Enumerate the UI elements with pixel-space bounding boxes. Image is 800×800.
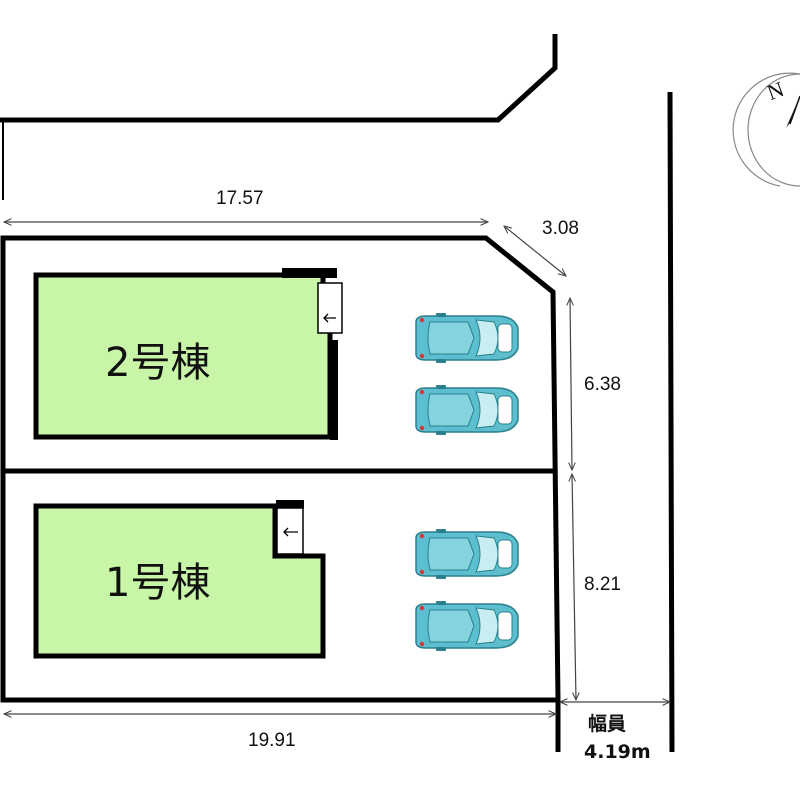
road-edge-right: [667, 91, 675, 753]
dim-top-width: 17.57: [216, 188, 264, 209]
car-icon: [415, 600, 519, 652]
dim-right-upper: 6.38: [584, 374, 621, 395]
compass: N: [732, 72, 800, 187]
car-icon: [415, 528, 519, 580]
entrance-arrow-icon: [323, 313, 336, 323]
road-width-label: 幅員: [588, 712, 626, 735]
dim-line-right-upper: [570, 298, 572, 470]
building-1: 1号棟: [33, 500, 326, 659]
dim-corner-cut: 3.08: [542, 218, 579, 239]
entrance-marker-1: [276, 507, 304, 555]
building-1-label: 1号棟: [105, 560, 210, 606]
entrance-marker-2: [317, 282, 343, 334]
dim-bottom-width: 19.91: [248, 730, 296, 751]
lot-outline: [0, 235, 561, 703]
building-2-label: 2号棟: [105, 340, 210, 386]
car-icon: [415, 312, 519, 364]
dim-line-corner: [504, 226, 566, 276]
north-boundary-line: [0, 34, 558, 123]
road-width-value: 4.19m: [584, 741, 651, 763]
car-icon: [415, 384, 519, 436]
dim-right-lower: 8.21: [584, 574, 621, 595]
compass-north-label: N: [764, 76, 788, 105]
building-2: 2号棟: [33, 268, 343, 440]
dim-line-right-lower: [572, 474, 576, 700]
entrance-arrow-icon: [283, 527, 298, 537]
